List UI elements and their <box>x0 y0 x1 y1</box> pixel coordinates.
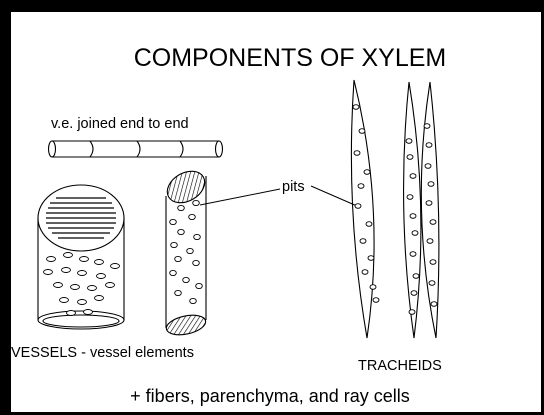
joined-vessels-label: v.e. joined end to end <box>51 116 189 132</box>
diagram-title: COMPONENTS OF XYLEM <box>134 44 447 72</box>
pits-label: pits <box>282 179 305 195</box>
tracheids-label: TRACHEIDS <box>358 358 442 374</box>
footer-note: + fibers, parenchyma, and ray cells <box>130 386 410 406</box>
vessels-label: VESSELS - vessel elements <box>11 345 194 361</box>
